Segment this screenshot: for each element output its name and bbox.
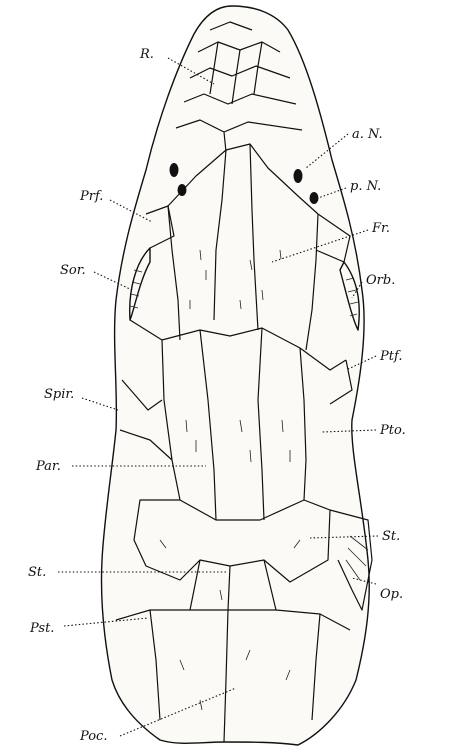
label-postfrontal: Ptf. bbox=[380, 350, 402, 363]
label-prefrontal: Prf. bbox=[80, 190, 103, 203]
label-orbit: Orb. bbox=[366, 274, 395, 287]
label-anterior-nostril: a. N. bbox=[352, 128, 383, 141]
label-posttemporal: Pst. bbox=[30, 622, 54, 635]
label-postoccipital: Poc. bbox=[80, 730, 107, 743]
label-parietal: Par. bbox=[36, 460, 61, 473]
label-pterotic: Pto. bbox=[380, 424, 406, 437]
anterior-nostril-right bbox=[294, 169, 303, 183]
label-posterior-nostril: p. N. bbox=[350, 180, 381, 193]
label-spiracle: Spir. bbox=[44, 388, 74, 401]
label-frontal: Fr. bbox=[372, 222, 390, 235]
label-supraorbital: Sor. bbox=[60, 264, 86, 277]
leader-spir bbox=[82, 398, 118, 410]
anterior-nostril-left bbox=[170, 163, 179, 177]
label-opercular: Op. bbox=[380, 588, 403, 601]
label-rostral: R. bbox=[140, 48, 154, 61]
label-supratemporal-right: St. bbox=[382, 530, 400, 543]
skull-outline bbox=[101, 6, 369, 745]
label-supratemporal-left: St. bbox=[28, 566, 46, 579]
posterior-nostril-right bbox=[310, 192, 319, 204]
